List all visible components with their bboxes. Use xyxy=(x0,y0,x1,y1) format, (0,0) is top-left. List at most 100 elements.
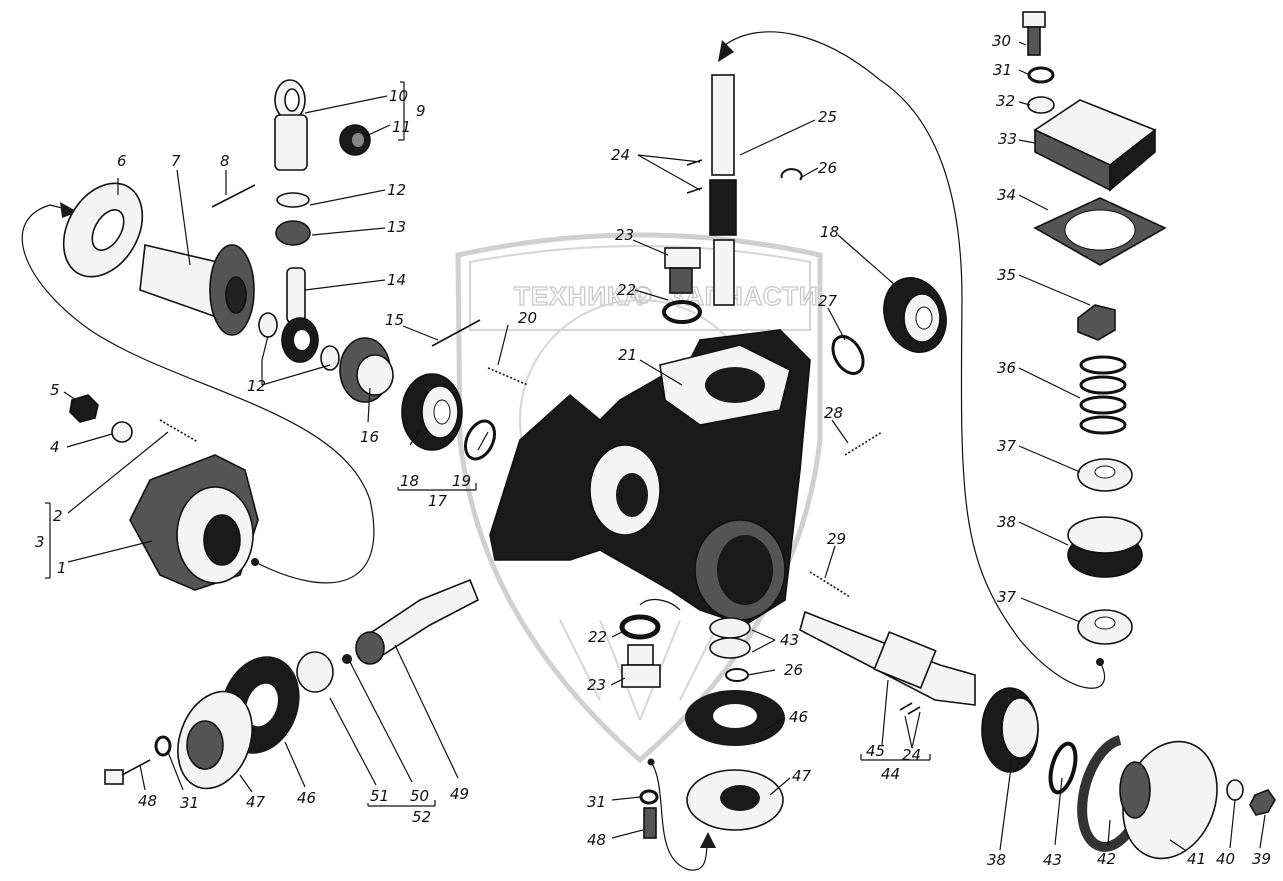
connector-dot xyxy=(1096,658,1104,666)
part-47-end-cap xyxy=(177,690,253,790)
part-24-pin xyxy=(686,159,703,166)
label-part-25: 25 xyxy=(818,108,837,126)
label-part-21: 21 xyxy=(618,346,637,364)
part-39-nut xyxy=(1249,789,1276,816)
part-10-eye-bolt xyxy=(274,79,308,171)
part-12-washer xyxy=(276,192,310,208)
part-26-retaining-ring xyxy=(780,168,803,181)
part-22-gasket xyxy=(619,614,661,640)
label-part-7: 7 xyxy=(171,152,181,170)
label-part-24: 24 xyxy=(902,746,921,764)
arrow-icon xyxy=(718,40,734,62)
part-31-spring-washer xyxy=(639,789,659,805)
label-part-31: 31 xyxy=(993,61,1012,79)
label-part-15: 15 xyxy=(385,311,404,329)
label-part-37: 37 xyxy=(997,588,1017,606)
part-18-ball-bearing xyxy=(401,373,463,451)
label-part-35: 35 xyxy=(997,266,1016,284)
part-42-gasket xyxy=(1077,735,1135,852)
label-part-26: 26 xyxy=(784,661,803,679)
part-23-plug xyxy=(621,644,661,688)
label-part-31: 31 xyxy=(180,794,199,812)
label-group-52: 52 xyxy=(412,808,431,826)
part-27-snap-ring xyxy=(831,335,865,375)
label-part-38: 38 xyxy=(987,851,1006,869)
label-part-47: 47 xyxy=(246,793,266,811)
label-part-18: 18 xyxy=(400,472,419,490)
part-22-gasket xyxy=(662,300,702,324)
part-2-stud xyxy=(159,419,199,443)
label-part-11: 11 xyxy=(392,118,411,136)
part-26-retaining-ring xyxy=(725,668,749,682)
arrow-icon xyxy=(60,202,78,218)
label-part-40: 40 xyxy=(1216,850,1235,868)
part-24-pin xyxy=(907,706,921,715)
part-30-bolt xyxy=(1022,11,1046,28)
part-37-thrust-washer xyxy=(1077,458,1133,492)
part-19-snap-ring xyxy=(463,419,497,461)
label-part-13: 13 xyxy=(387,218,406,236)
part-15-pin xyxy=(431,319,481,347)
label-part-27: 27 xyxy=(818,292,838,310)
part-7-gear-shaft xyxy=(139,244,255,336)
label-part-34: 34 xyxy=(997,186,1016,204)
label-part-51: 51 xyxy=(370,787,389,805)
part-48-bolt xyxy=(104,759,151,785)
arrow-icon xyxy=(700,832,716,848)
part-11-nut-bore xyxy=(352,133,364,147)
part-16-bevel-gear xyxy=(339,337,394,403)
label-part-31: 31 xyxy=(587,793,606,811)
part-14-banjo xyxy=(281,267,319,363)
part-45-splined-shaft xyxy=(799,610,976,706)
label-part-36: 36 xyxy=(997,359,1016,377)
part-28-stud xyxy=(844,431,883,456)
label-part-28: 28 xyxy=(824,404,843,422)
label-part-12: 12 xyxy=(387,181,406,199)
label-part-16: 16 xyxy=(360,428,379,446)
label-part-46: 46 xyxy=(789,708,808,726)
part-25-worm-shaft xyxy=(709,74,737,306)
part-50-ball xyxy=(342,654,352,664)
label-part-37: 37 xyxy=(997,437,1017,455)
label-part-30: 30 xyxy=(992,32,1011,50)
part-30-bolt-shank xyxy=(1027,26,1041,56)
label-group-9: 9 xyxy=(416,102,426,120)
watermark-wheat xyxy=(559,619,721,721)
part-43-shim xyxy=(709,637,751,659)
part-38-gear xyxy=(981,687,1039,773)
label-part-49: 49 xyxy=(450,785,469,803)
parts xyxy=(62,11,1276,860)
watermark-left-text: ТЕХНИКА xyxy=(514,281,644,311)
label-part-43: 43 xyxy=(780,631,799,649)
part-35-nut xyxy=(1077,304,1116,341)
label-part-14: 14 xyxy=(387,271,406,289)
part-38-gear xyxy=(1067,516,1143,578)
connector-lines xyxy=(21,31,1106,871)
part-13-castle-nut xyxy=(275,220,311,246)
part-31-spring-washer xyxy=(1027,66,1055,84)
label-part-26: 26 xyxy=(818,159,837,177)
connector-curve-left xyxy=(21,204,375,584)
label-part-48: 48 xyxy=(138,792,157,810)
label-part-43: 43 xyxy=(1043,851,1062,869)
part-41-end-cover xyxy=(1119,740,1218,860)
label-part-18: 18 xyxy=(820,223,839,241)
part-49-worm xyxy=(355,578,480,665)
part-labels: 1 2 3 4 5 6 7 8 9 10 11 12 12 13 14 15 1… xyxy=(35,32,1271,869)
label-part-8: 8 xyxy=(220,152,230,170)
part-36-spring xyxy=(1079,355,1127,435)
label-part-22: 22 xyxy=(617,281,636,299)
part-5-nut xyxy=(69,394,99,423)
label-part-4: 4 xyxy=(50,438,60,456)
part-43-shim xyxy=(1048,741,1078,795)
label-part-6: 6 xyxy=(117,152,127,170)
part-48-bolt xyxy=(643,807,657,839)
label-part-20: 20 xyxy=(518,309,537,327)
part-23-plug xyxy=(664,247,701,294)
label-part-22: 22 xyxy=(588,628,607,646)
label-part-10: 10 xyxy=(389,87,408,105)
part-24-pin xyxy=(899,702,913,711)
label-part-41: 41 xyxy=(1187,850,1206,868)
label-part-50: 50 xyxy=(410,787,429,805)
